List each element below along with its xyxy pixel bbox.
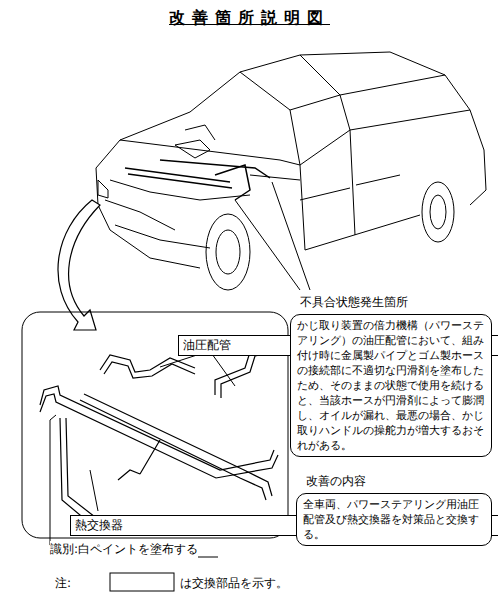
note-label: 識別:白ペイントを塗布する xyxy=(50,541,198,558)
box-heading: 改善の内容 xyxy=(304,473,368,490)
box-body: かじ取り装置の倍力機構（パワーステアリング）の油圧配管において、組み付け時に金属… xyxy=(290,314,492,457)
body-text: かじ取り装置の倍力機構（パワーステアリング）の油圧配管において、組み付け時に金属… xyxy=(297,318,485,453)
callout-box: 不具合状態発生箇所かじ取り装置の倍力機構（パワーステアリング）の油圧配管において… xyxy=(290,291,492,457)
diagram-title: 改善箇所説明図 xyxy=(169,8,330,29)
body-text: 全車両、パワーステアリング用油圧配管及び熱交換器を対策品と交換する。 xyxy=(303,497,485,542)
note-label: 注: xyxy=(55,575,71,592)
legend-text: は交換部品を示す。 xyxy=(180,575,288,592)
box-body: 全車両、パワーステアリング用油圧配管及び熱交換器を対策品と交換する。 xyxy=(296,493,492,546)
box-heading: 不具合状態発生箇所 xyxy=(298,294,410,311)
callout-box: 改善の内容全車両、パワーステアリング用油圧配管及び熱交換器を対策品と交換する。 xyxy=(296,470,492,546)
legend-sample xyxy=(110,573,174,591)
